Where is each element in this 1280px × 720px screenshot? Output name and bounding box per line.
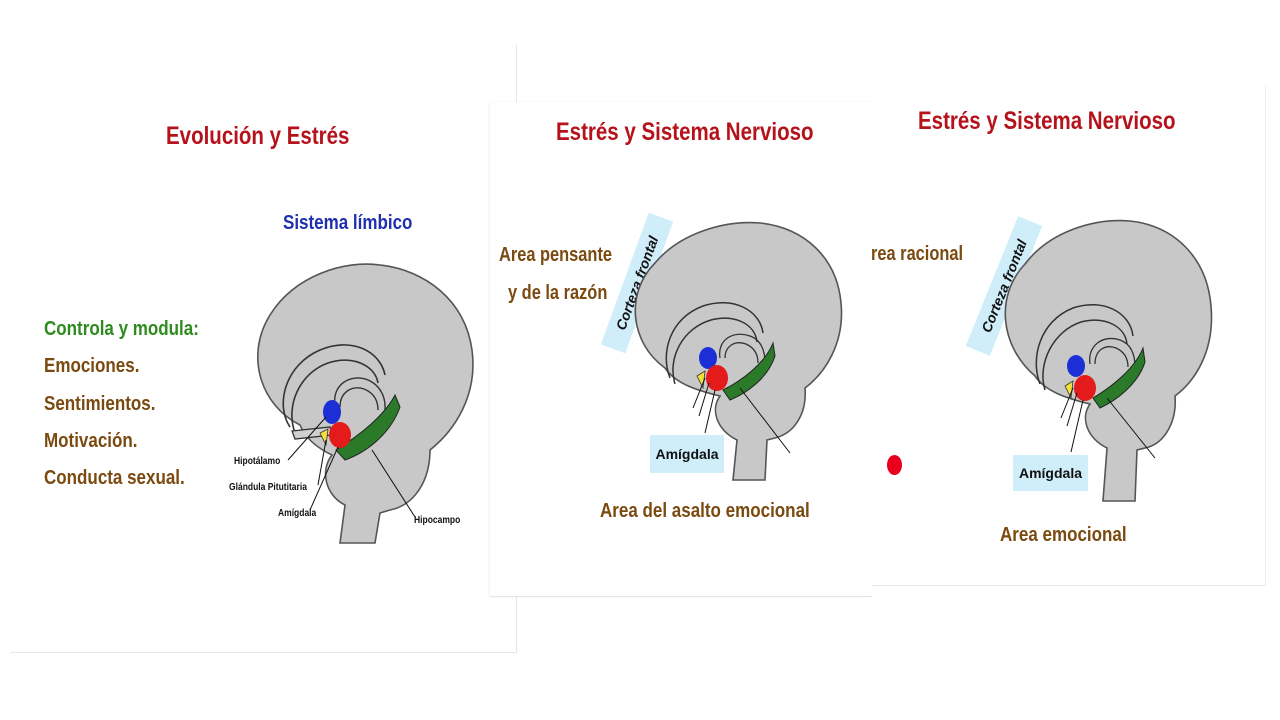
brain-diagram-icon	[634, 221, 843, 481]
list-item: Emociones.	[44, 355, 140, 377]
thinking-area-line2: y de la razón	[508, 282, 608, 304]
label-amygdala: Amígdala	[278, 508, 317, 519]
label-hypothalamus: Hipotálamo	[234, 456, 281, 467]
list-item: Motivación.	[44, 430, 138, 452]
rational-area-label: rea racional	[871, 243, 964, 265]
list-item: Conducta sexual.	[44, 467, 185, 489]
label-hippocampus: Hipocampo	[414, 515, 461, 526]
slide1-title: Evolución y Estrés	[166, 122, 350, 150]
slide2-title: Estrés y Sistema Nervioso	[556, 118, 814, 146]
amygdala-label: Amígdala	[650, 435, 724, 473]
brain-diagram-icon	[1004, 219, 1213, 502]
thinking-area-line1: Area pensante	[499, 244, 613, 266]
controls-heading: Controla y modula:	[44, 318, 199, 340]
label-pituitary: Glándula Pitutitaria	[229, 482, 307, 493]
brain-diagram-icon	[257, 263, 474, 544]
slide3-title: Estrés y Sistema Nervioso	[918, 107, 1176, 135]
red-dot-pointer	[887, 455, 902, 475]
emotional-area-caption: Area emocional	[1000, 524, 1127, 546]
emotional-assault-caption: Area del asalto emocional	[600, 500, 810, 522]
list-item: Sentimientos.	[44, 393, 156, 415]
amygdala-label: Amígdala	[1013, 455, 1088, 491]
limbic-system-heading: Sistema límbico	[283, 212, 413, 234]
